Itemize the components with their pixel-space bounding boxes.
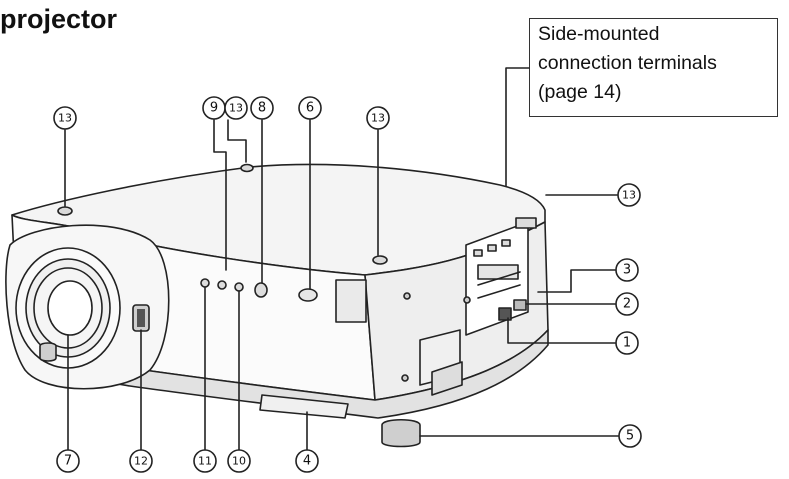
projector-base xyxy=(17,329,549,419)
top-vent-hole-right xyxy=(372,255,388,265)
label-4 xyxy=(295,449,319,473)
label-7-text: 7 xyxy=(64,454,72,469)
label-5-text: 5 xyxy=(626,429,634,444)
label-11 xyxy=(193,449,217,473)
callout-line-1: Side-mounted xyxy=(538,23,660,45)
label-1 xyxy=(615,331,639,355)
top-vent-hole-mid xyxy=(240,163,254,173)
label-10 xyxy=(227,449,251,473)
lens-glass xyxy=(47,280,93,336)
label-7 xyxy=(56,449,80,473)
label-5 xyxy=(618,424,642,448)
label-13-side xyxy=(617,183,641,207)
side-connector-1 xyxy=(498,307,512,321)
label-13-top-right-text: 13 xyxy=(371,112,385,125)
side-panel-top xyxy=(515,217,537,229)
label-6-text: 6 xyxy=(306,101,314,116)
label-11-text: 11 xyxy=(198,455,212,468)
label-13-top-left-text: 13 xyxy=(58,112,72,125)
indicator-9 xyxy=(217,280,227,290)
adjustable-foot-left xyxy=(39,342,57,362)
adjustable-foot-right xyxy=(381,418,421,448)
label-10-text: 10 xyxy=(232,455,246,468)
label-8 xyxy=(250,96,274,120)
label-13-top-left xyxy=(53,106,77,130)
label-6 xyxy=(298,96,322,120)
top-vent-hole-left xyxy=(57,206,73,216)
side-connector-2 xyxy=(513,299,527,311)
label-3 xyxy=(615,258,639,282)
label-12-text: 12 xyxy=(134,455,148,468)
indicator-11 xyxy=(200,278,210,288)
label-13-top-mid xyxy=(224,96,248,120)
label-2-text: 2 xyxy=(623,297,631,312)
power-button-8 xyxy=(254,282,268,298)
label-13-side-text: 13 xyxy=(622,189,636,202)
callout-leader xyxy=(505,67,530,216)
filter-cover-4 xyxy=(259,394,349,419)
label-13-top-right xyxy=(366,106,390,130)
front-panel-window xyxy=(335,279,367,323)
label-8-text: 8 xyxy=(258,101,266,116)
label-1-text: 1 xyxy=(623,336,631,351)
label-2 xyxy=(615,292,639,316)
label-13-top-mid-text: 13 xyxy=(229,102,243,115)
callout-line-2: connection terminals xyxy=(538,52,717,74)
page-title: projector xyxy=(0,4,118,34)
indicator-10 xyxy=(234,282,244,292)
label-12 xyxy=(129,449,153,473)
front-sensor-6 xyxy=(298,288,318,302)
label-4-text: 4 xyxy=(303,454,311,469)
label-3-text: 3 xyxy=(623,263,631,278)
side-terminals-callout: Side-mounted connection terminals (page … xyxy=(529,18,778,117)
label-9-text: 9 xyxy=(210,101,218,116)
callout-line-3: (page 14) xyxy=(538,81,622,103)
